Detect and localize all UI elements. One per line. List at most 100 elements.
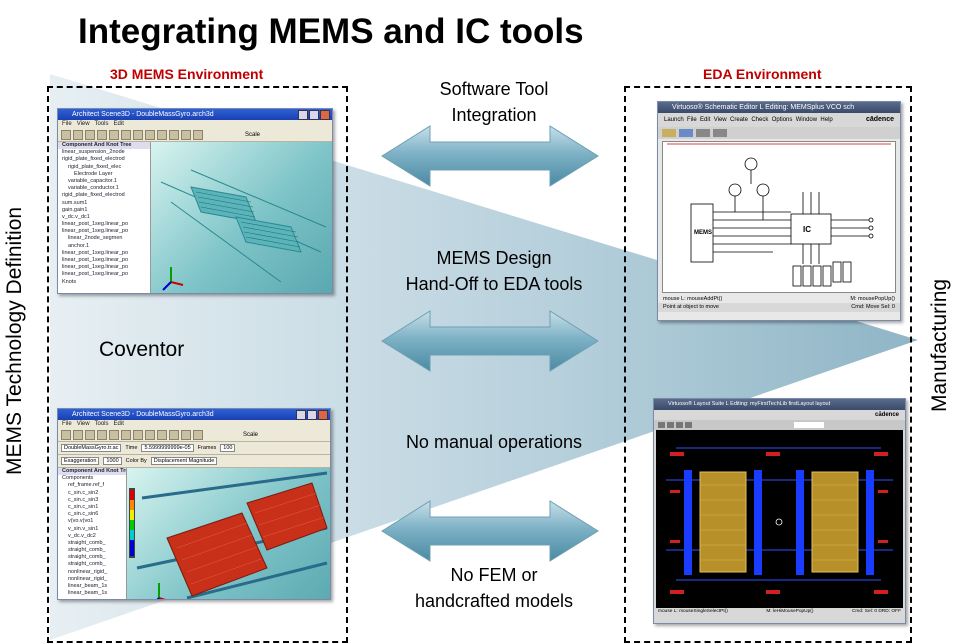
tree-item[interactable]: c_sin.c_sin1	[68, 503, 99, 510]
pan-icon[interactable]	[133, 130, 143, 140]
file-tab[interactable]: DoubleMassGyro.tr.ac	[61, 444, 122, 452]
close-icon[interactable]	[318, 410, 328, 420]
copy-icon[interactable]	[85, 430, 95, 440]
xyz-field[interactable]: 1000	[103, 457, 122, 465]
tree-item[interactable]: v_dc.v_dc2	[68, 532, 96, 539]
menu-tools[interactable]: Tools	[94, 421, 109, 427]
axis-icon[interactable]	[193, 430, 203, 440]
tree-item[interactable]: straight_comb_	[68, 561, 106, 568]
menu-edit[interactable]: Edit	[113, 421, 124, 427]
tree-item[interactable]: c_sin.c_sin2	[68, 489, 99, 496]
menu-view[interactable]: View	[713, 117, 727, 123]
select-icon[interactable]	[662, 129, 676, 137]
tree-item[interactable]: linear_post_1seg.linear_po	[62, 271, 129, 278]
axis-icon[interactable]	[193, 130, 203, 140]
open-icon[interactable]	[61, 430, 71, 440]
layout-canvas[interactable]	[656, 430, 903, 608]
tree-item[interactable]: rigid_plate_fixed_electrod	[62, 156, 125, 163]
print-icon[interactable]	[97, 130, 107, 140]
rotate-icon[interactable]	[121, 430, 131, 440]
time-field[interactable]: 5.5999999999e-05	[141, 444, 194, 452]
copy-icon[interactable]	[85, 130, 95, 140]
tree-item[interactable]: linear_beam_1s	[68, 583, 108, 589]
grid-icon[interactable]	[181, 430, 191, 440]
open-icon[interactable]	[61, 130, 71, 140]
tree-item[interactable]: v(vo.v(vo1	[68, 518, 94, 525]
workspace-select[interactable]	[794, 422, 824, 428]
menu-window[interactable]: Window	[795, 117, 818, 123]
select-icon[interactable]	[145, 130, 155, 140]
view-icon[interactable]	[157, 430, 167, 440]
zoom-icon[interactable]	[109, 130, 119, 140]
frames-field[interactable]: 100	[220, 444, 236, 452]
minimize-icon[interactable]	[296, 410, 306, 420]
tree-item[interactable]: straight_comb_	[68, 547, 106, 554]
tree-item[interactable]: linear_suspension_2node	[62, 149, 125, 156]
tree-item[interactable]: variable_capacitor.1	[68, 177, 117, 184]
menu-file[interactable]: File	[62, 121, 72, 127]
print-icon[interactable]	[97, 430, 107, 440]
menu-tools[interactable]: Tools	[94, 121, 109, 127]
select-icon[interactable]	[145, 430, 155, 440]
tree-item[interactable]: gain.gain1	[62, 206, 88, 213]
tool-icon[interactable]	[658, 422, 665, 428]
tree-item[interactable]: linear_2node_segmen	[68, 235, 123, 242]
tool-icon[interactable]	[667, 422, 674, 428]
pan-icon[interactable]	[133, 430, 143, 440]
menu-launch[interactable]: Launch	[664, 117, 684, 123]
menu-view[interactable]: View	[76, 421, 90, 427]
tree-item[interactable]: anchor.1	[68, 242, 90, 249]
menu-file[interactable]: File	[62, 421, 72, 427]
tree-item[interactable]: Knots	[62, 278, 77, 285]
tree-item[interactable]: rigid_plate_fixed_elec	[68, 163, 122, 170]
fit-icon[interactable]	[169, 430, 179, 440]
tree-item[interactable]: linear_post_1seg.linear_po	[62, 257, 129, 263]
menu-check[interactable]: Check	[751, 117, 769, 123]
menu-edit[interactable]: Edit	[700, 117, 711, 123]
3d-viewport[interactable]	[127, 468, 330, 599]
menu-edit[interactable]: Edit	[113, 121, 124, 127]
maximize-icon[interactable]	[309, 110, 319, 120]
tree-item[interactable]: rigid_plate_fixed_electrod	[62, 192, 125, 199]
tree-item[interactable]: v_dc.v_dc1	[62, 213, 90, 220]
3d-viewport[interactable]	[151, 142, 332, 293]
tree-item[interactable]: c_sin.c_sin6	[68, 511, 99, 518]
color-by-select[interactable]: Displacement Magnitude	[150, 457, 218, 465]
tree-item[interactable]: Components	[62, 475, 94, 482]
move-icon[interactable]	[679, 129, 693, 137]
tree-item[interactable]: sum.sum1	[62, 199, 88, 206]
menu-options[interactable]: Options	[771, 117, 793, 123]
exaggeration-select[interactable]: Exaggeration	[61, 457, 100, 465]
menu-file[interactable]: File	[687, 117, 697, 123]
tree-item[interactable]: ref_frame.ref_f	[68, 482, 105, 489]
tree-item[interactable]: linear_post_1seg.linear_po	[62, 228, 129, 235]
tool-icon[interactable]	[676, 422, 683, 428]
fit-icon[interactable]	[169, 130, 179, 140]
tree-item[interactable]: Electrode Layer	[74, 170, 113, 177]
tree-item[interactable]: c_sin.c_sin3	[68, 496, 99, 503]
tool-icon[interactable]	[685, 422, 692, 428]
grid-icon[interactable]	[181, 130, 191, 140]
rotate-icon[interactable]	[121, 130, 131, 140]
tree-item[interactable]: straight_comb_	[68, 539, 106, 546]
zoom-icon[interactable]	[696, 129, 710, 137]
tree-item[interactable]: linear_post_1seg.linear_po	[62, 264, 129, 271]
save-icon[interactable]	[73, 430, 83, 440]
tree-item[interactable]: nonlinear_rigid_	[68, 568, 108, 575]
tree-item[interactable]: linear_beam_1s	[68, 590, 108, 597]
schematic-canvas[interactable]: MEMS IC	[662, 141, 896, 293]
save-icon[interactable]	[73, 130, 83, 140]
tree-item[interactable]: nonlinear_rigid_	[68, 575, 108, 582]
minimize-icon[interactable]	[298, 110, 308, 120]
tree-item[interactable]: linear_post_1seg.linear_po	[62, 221, 129, 228]
wire-icon[interactable]	[713, 129, 727, 137]
menu-help[interactable]: Help	[820, 117, 833, 123]
menu-view[interactable]: View	[76, 121, 90, 127]
view-icon[interactable]	[157, 130, 167, 140]
tree-item[interactable]: straight_comb_	[68, 554, 106, 561]
close-icon[interactable]	[320, 110, 330, 120]
tree-item[interactable]: variable_conductor.1	[68, 185, 119, 192]
maximize-icon[interactable]	[307, 410, 317, 420]
zoom-icon[interactable]	[109, 430, 119, 440]
tree-item[interactable]: v_sin.v_sin1	[68, 525, 99, 532]
